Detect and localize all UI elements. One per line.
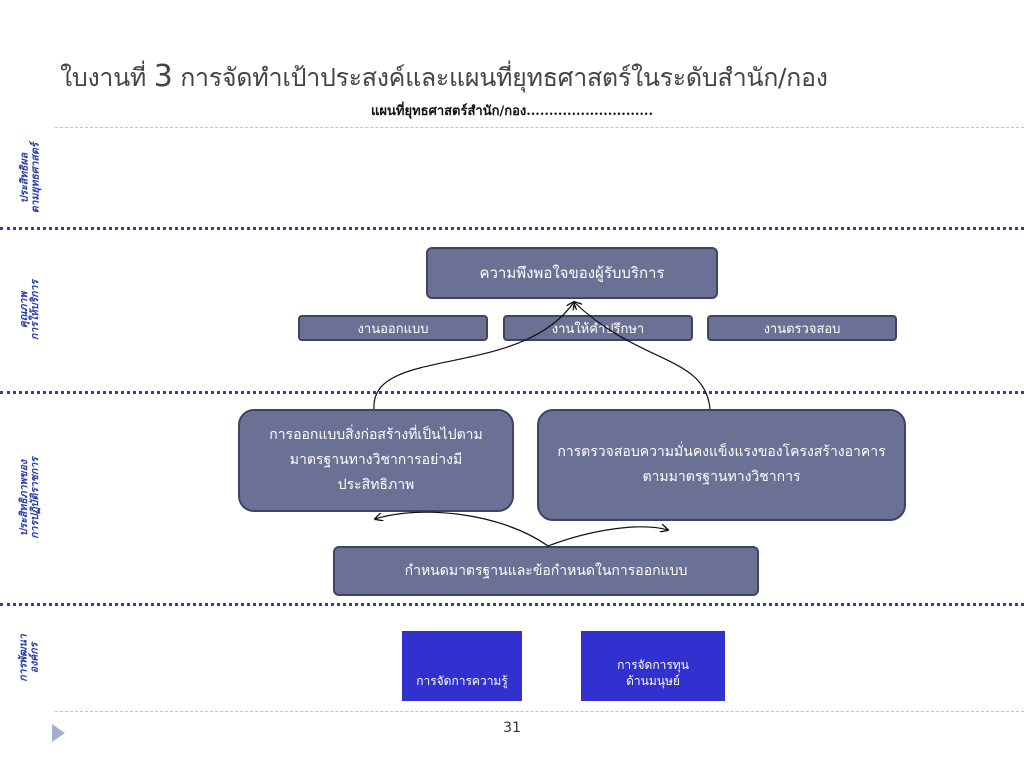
title-number: 3 — [153, 59, 173, 94]
slide-marker-icon — [52, 724, 65, 742]
box-knowledge-management: การจัดการความรู้ — [402, 631, 522, 701]
box-consulting-work: งานให้คำปรึกษา — [503, 315, 693, 341]
top-divider — [55, 127, 1024, 128]
box-design-work: งานออกแบบ — [298, 315, 488, 341]
arrow-standards-to-inspection — [547, 527, 668, 547]
arrow-inspection-to-satisfaction — [574, 302, 711, 410]
box-inspection-strength: การตรวจสอบความมั่นคงแข็งแรงของโครงสร้างอ… — [537, 409, 906, 521]
box-inspection-work: งานตรวจสอบ — [707, 315, 897, 341]
page-number: 31 — [503, 720, 521, 736]
divider-quality-efficiency — [0, 391, 1024, 394]
page-title: ใบงานที่ 3 การจัดทำเป้าประสงค์และแผนที่ย… — [60, 58, 828, 98]
arrow-design-to-satisfaction — [373, 302, 574, 410]
divider-effectiveness-quality — [0, 227, 1024, 230]
map-subtitle: แผนที่ยุทธศาสตร์สำนัก/กอง...............… — [371, 104, 653, 119]
divider-efficiency-development — [0, 603, 1024, 606]
title-prefix: ใบงานที่ — [60, 63, 147, 92]
arrow-standards-to-design — [375, 511, 549, 547]
box-customer-satisfaction: ความพึงพอใจของผู้รับบริการ — [426, 247, 718, 299]
box-human-capital: การจัดการทุนด้านมนุษย์ — [581, 631, 725, 701]
box-design-standards: กำหนดมาตรฐานและข้อกำหนดในการออกแบบ — [333, 546, 759, 596]
title-text: การจัดทำเป้าประสงค์และแผนที่ยุทธศาสตร์ใน… — [180, 63, 828, 92]
box-design-efficiency: การออกแบบสิ่งก่อสร้างที่เป็นไปตามมาตรฐาน… — [238, 409, 514, 512]
bottom-divider — [55, 711, 1024, 712]
